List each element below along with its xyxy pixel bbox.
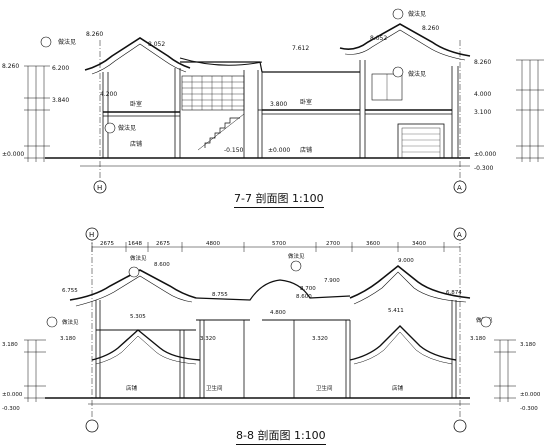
dim-chain-label: 3600 bbox=[366, 241, 380, 247]
left-dim-label: ±0.000 bbox=[2, 392, 23, 398]
right-dim-label: 8.260 bbox=[474, 59, 491, 66]
detail-callout: 做法见 bbox=[408, 70, 426, 78]
level-label: 8.052 bbox=[148, 41, 165, 48]
right-dim-label: ±0.000 bbox=[520, 392, 541, 398]
section-7-7-text: 8.260 6.200 3.840 ±0.000 8.260 4.000 3.1… bbox=[2, 10, 496, 172]
level-label: 8.600 bbox=[296, 294, 312, 300]
left-dim-label: 6.200 bbox=[52, 65, 69, 72]
level-label: 7.900 bbox=[324, 278, 340, 284]
right-dimension-column-7-7 bbox=[516, 59, 544, 162]
left-dim-label: 3.840 bbox=[52, 97, 69, 104]
level-label: 7.612 bbox=[292, 45, 309, 52]
section-8-8-caption-text: 8-8 剖面图 1:100 bbox=[236, 427, 326, 445]
right-dimension-column-8-8 bbox=[494, 339, 516, 402]
dim-chain-label: 4800 bbox=[206, 241, 220, 247]
level-label: 3.800 bbox=[270, 101, 287, 108]
room-label: 卧室 bbox=[130, 100, 142, 108]
dim-chain-label: 2675 bbox=[156, 241, 170, 247]
dim-chain-label: 2700 bbox=[326, 241, 340, 247]
level-label: 8.600 bbox=[154, 262, 170, 268]
section-8-8 bbox=[24, 235, 516, 418]
right-block-7-7 bbox=[261, 23, 471, 159]
section-8-8-caption: 8-8 剖面图 1:100 bbox=[236, 427, 326, 445]
left-block-7-7 bbox=[84, 37, 191, 158]
axis-label: A bbox=[457, 184, 462, 192]
dim-chain-label: 5700 bbox=[272, 241, 286, 247]
right-dim-label: ±0.000 bbox=[474, 151, 496, 158]
room-label: 店铺 bbox=[126, 384, 138, 392]
room-label: 卫生间 bbox=[206, 384, 223, 392]
level-label: 8.755 bbox=[212, 292, 228, 298]
level-label: 8.052 bbox=[370, 35, 387, 42]
level-label: 9.000 bbox=[398, 258, 414, 264]
atrium-7-7 bbox=[179, 57, 263, 158]
detail-callout: 做法见 bbox=[58, 38, 76, 46]
level-label: 3.180 bbox=[60, 336, 76, 342]
level-label: ±0.000 bbox=[268, 147, 290, 154]
room-label: 卫生间 bbox=[316, 384, 333, 392]
room-label: 店铺 bbox=[130, 140, 142, 148]
level-label: -0.150 bbox=[224, 147, 244, 154]
level-label: 3.320 bbox=[312, 336, 328, 342]
level-label: 8.260 bbox=[422, 25, 439, 32]
axis-label: H bbox=[89, 231, 94, 239]
level-label: 5.411 bbox=[388, 308, 404, 314]
left-dim-label: -0.300 bbox=[2, 406, 20, 412]
axis-bubbles-7-7: H A bbox=[40, 8, 467, 194]
section-8-8-text: 2675 1648 2675 4800 5700 2700 3600 3400 … bbox=[2, 241, 541, 412]
dim-chain-label: 2675 bbox=[100, 241, 114, 247]
section-7-7 bbox=[24, 23, 544, 182]
left-dimension-column-8-8 bbox=[24, 339, 46, 402]
dim-chain-label: 1648 bbox=[128, 241, 142, 247]
detail-callout: 做法见 bbox=[62, 318, 79, 326]
detail-callout: 做法见 bbox=[408, 10, 426, 18]
axis-label: H bbox=[97, 184, 102, 192]
axis-label: A bbox=[457, 231, 462, 239]
room-label: 卧室 bbox=[300, 98, 312, 106]
room-label: 店铺 bbox=[392, 384, 404, 392]
level-label: 8.260 bbox=[86, 31, 103, 38]
detail-callout: 做法见 bbox=[288, 252, 305, 260]
left-dim-label: 3.180 bbox=[2, 342, 18, 348]
level-label: 6.755 bbox=[62, 288, 78, 294]
level-label: 8.700 bbox=[300, 286, 316, 292]
detail-callout: 做法见 bbox=[130, 254, 147, 262]
level-label: 4.200 bbox=[100, 91, 117, 98]
room-label: 店铺 bbox=[300, 146, 312, 154]
left-dimension-column-7-7 bbox=[24, 65, 50, 162]
right-dim-label: 4.000 bbox=[474, 91, 491, 98]
section-7-7-caption: 7-7 剖面图 1:100 bbox=[234, 190, 324, 208]
level-label: 3.320 bbox=[200, 336, 216, 342]
dim-chain-label: 3400 bbox=[412, 241, 426, 247]
left-dim-label: 8.260 bbox=[2, 63, 19, 70]
right-dim-label: -0.300 bbox=[474, 165, 494, 172]
right-dim-label: -0.300 bbox=[520, 406, 538, 412]
axis-bubbles-8-8: H A bbox=[46, 227, 492, 433]
detail-callout: 做法见 bbox=[118, 124, 136, 132]
level-label: 3.180 bbox=[470, 336, 486, 342]
level-label: 5.305 bbox=[130, 314, 146, 320]
right-dim-label: 3.100 bbox=[474, 109, 491, 116]
right-dim-label: 3.180 bbox=[520, 342, 536, 348]
section-7-7-caption-text: 7-7 剖面图 1:100 bbox=[234, 190, 324, 208]
left-dim-label: ±0.000 bbox=[2, 151, 24, 158]
level-label: 4.800 bbox=[270, 310, 286, 316]
level-label: 6.874 bbox=[446, 290, 462, 296]
